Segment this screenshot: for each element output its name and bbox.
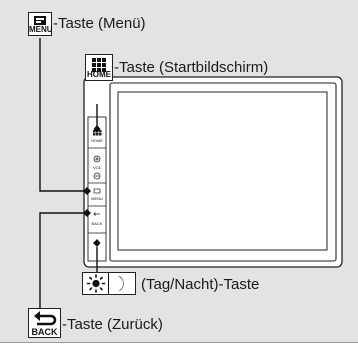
day-night-key [82, 272, 136, 295]
unit-vol-icons [93, 155, 101, 180]
home-key-cap: HOME [87, 70, 111, 79]
menu-callout-label: -Taste (Menü) [53, 15, 146, 32]
day-night-callout-label: (Tag/Nacht)-Taste [141, 276, 260, 293]
unit-label-back: BACK [91, 221, 103, 226]
endpoint-home [93, 125, 101, 133]
menu-icon [34, 16, 46, 25]
back-arrow-icon [34, 311, 57, 326]
leader-menu [39, 38, 87, 192]
home-key: HOME [85, 54, 113, 81]
unit-menu-icon [93, 188, 101, 194]
moon-icon [118, 276, 124, 291]
menu-key: MENU [28, 12, 53, 36]
unit-label-vol: VOL [92, 165, 101, 170]
endpoint-menu [83, 187, 91, 195]
day-night-icons [86, 273, 124, 294]
bottom-rule [0, 342, 358, 343]
back-key-cap: BACK [31, 327, 58, 337]
unit-back-icon [93, 212, 100, 216]
display-screen [117, 91, 328, 251]
unit-label-menu: MENU [91, 196, 103, 201]
endpoint-back [83, 209, 91, 217]
home-callout-label: -Taste (Startbildschirm) [114, 59, 269, 76]
home-grid-icon [92, 58, 106, 72]
leader-endpoints [83, 125, 101, 247]
endpoint-day-night [93, 239, 101, 247]
back-key: BACK [28, 308, 61, 338]
sun-icon [86, 274, 106, 293]
back-callout-label: -Taste (Zurück) [62, 316, 163, 333]
leader-back [39, 212, 87, 308]
menu-key-cap: MENU [29, 25, 53, 34]
unit-label-home: HOME [91, 138, 103, 143]
